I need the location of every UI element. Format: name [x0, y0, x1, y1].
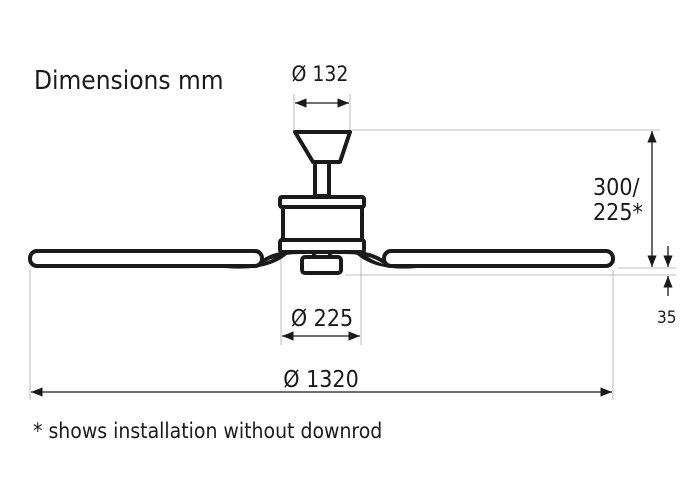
left-blade	[28, 249, 264, 268]
canopy-diameter-label: Ø 132	[292, 62, 349, 86]
footnote: * shows installation without downrod	[33, 419, 382, 443]
right-blade	[382, 249, 615, 268]
light-kit-height-label: 35	[657, 308, 676, 328]
extension-lines	[29, 94, 676, 400]
height-label-line1: 300/	[593, 175, 639, 201]
diagram-title: Dimensions mm	[34, 66, 224, 96]
downrod	[313, 160, 331, 198]
dimension-lines	[31, 98, 673, 397]
ceiling-fan-drawing	[28, 130, 615, 275]
canopy	[293, 130, 352, 164]
motor-top-band	[278, 195, 366, 209]
motor-housing	[281, 204, 364, 242]
light-kit	[300, 255, 343, 275]
motor-diameter-label: Ø 225	[291, 306, 353, 332]
height-label-line2: 225*	[593, 200, 643, 226]
blade-span-label: Ø 1320	[283, 367, 359, 393]
